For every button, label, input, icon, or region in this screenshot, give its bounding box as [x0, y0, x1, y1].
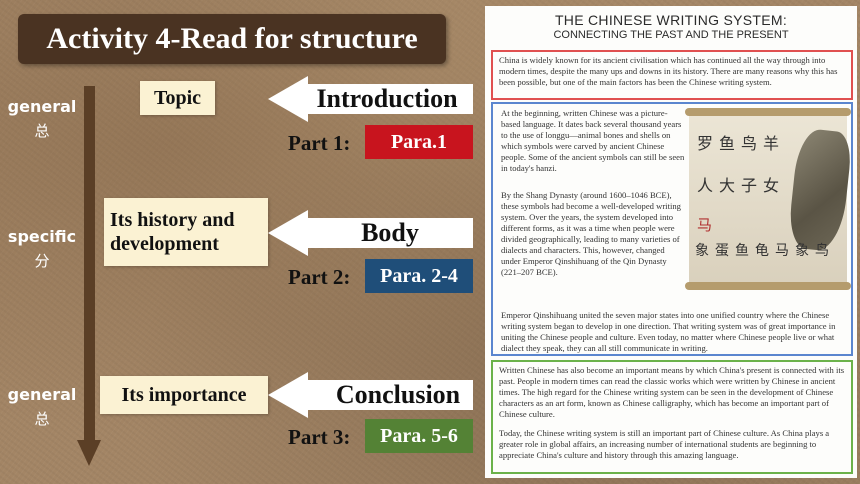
part1-label: Part 1: — [288, 131, 351, 155]
paragraph-6: Today, the Chinese writing system is sti… — [499, 428, 830, 460]
body-arrow-icon — [268, 210, 473, 256]
glyph-5: 人 — [697, 176, 714, 195]
conclusion-paragraph-box: Written Chinese has also become an impor… — [491, 360, 853, 474]
glyph-12: 鱼 — [735, 243, 749, 259]
glyph-16: 鸟 — [815, 243, 829, 259]
glyph-13: 龟 — [755, 243, 769, 259]
passage-subtitle: CONNECTING THE PAST AND THE PRESENT — [553, 29, 789, 41]
general-label-top: general — [7, 97, 77, 116]
glyph-7: 子 — [741, 176, 758, 195]
part2-label: Part 2: — [288, 265, 351, 289]
reading-passage: THE CHINESE WRITING SYSTEM: CONNECTING T… — [485, 6, 857, 478]
glyph-1: 罗 — [697, 134, 714, 153]
specific-label: specific — [7, 227, 77, 246]
part3-label: Part 3: — [288, 425, 351, 449]
part3-para-box: Para. 5-6 — [365, 419, 473, 453]
conclusion-label: Conclusion — [335, 380, 461, 409]
glyph-4: 羊 — [763, 134, 780, 153]
paragraph-3: By the Shang Dynasty (around 1600–1046 B… — [501, 190, 681, 277]
glyph-3: 鸟 — [741, 134, 758, 153]
oracle-bone-image — [786, 127, 854, 253]
part1-para-box: Para.1 — [365, 125, 473, 159]
passage-title: THE CHINESE WRITING SYSTEM: — [554, 12, 788, 28]
specific-cn-label: 分 — [34, 252, 50, 270]
paragraph-4: Emperor Qinshihuang united the seven maj… — [501, 310, 836, 353]
paragraph-5: Written Chinese has also become an impor… — [499, 365, 845, 419]
glyph-11: 蛋 — [715, 243, 729, 259]
vertical-arrow-shaft — [84, 86, 95, 446]
topic-box: Topic — [140, 81, 215, 115]
body-label: Body — [361, 218, 419, 247]
glyph-14: 马 — [775, 243, 789, 259]
glyph-9: 马 — [697, 216, 713, 234]
slide-title: Activity 4-Read for structure — [18, 14, 446, 64]
general-label-bottom: general — [7, 385, 77, 404]
glyph-10: 象 — [695, 243, 709, 259]
paragraph-1: China is widely known for its ancient ci… — [499, 55, 838, 87]
conclusion-arrow-icon — [268, 372, 473, 418]
importance-box: Its importance — [100, 376, 268, 414]
glyph-15: 象 — [795, 243, 809, 259]
history-box: Its history and development — [104, 198, 268, 266]
scroll-rod-bottom — [685, 282, 851, 290]
introduction-label: Introduction — [316, 84, 458, 113]
oracle-bone-scroll-image: 罗 鱼 鸟 羊 人 大 子 女 马 象 蛋 鱼 龟 马 象 鸟 — [685, 108, 854, 290]
glyph-2: 鱼 — [719, 134, 736, 153]
general-cn-label-bottom: 总 — [34, 410, 50, 428]
body-paragraph-box: At the beginning, written Chinese was a … — [491, 102, 854, 356]
scroll-rod-top — [685, 108, 851, 116]
part2-para-box: Para. 2-4 — [365, 259, 473, 293]
intro-arrow-icon — [268, 76, 473, 122]
introduction-paragraph-box: China is widely known for its ancient ci… — [491, 50, 853, 100]
down-arrow-icon — [77, 440, 101, 466]
general-cn-label-top: 总 — [34, 122, 50, 140]
paragraph-2: At the beginning, written Chinese was a … — [501, 108, 685, 173]
glyph-8: 女 — [763, 176, 780, 195]
glyph-6: 大 — [719, 176, 736, 195]
